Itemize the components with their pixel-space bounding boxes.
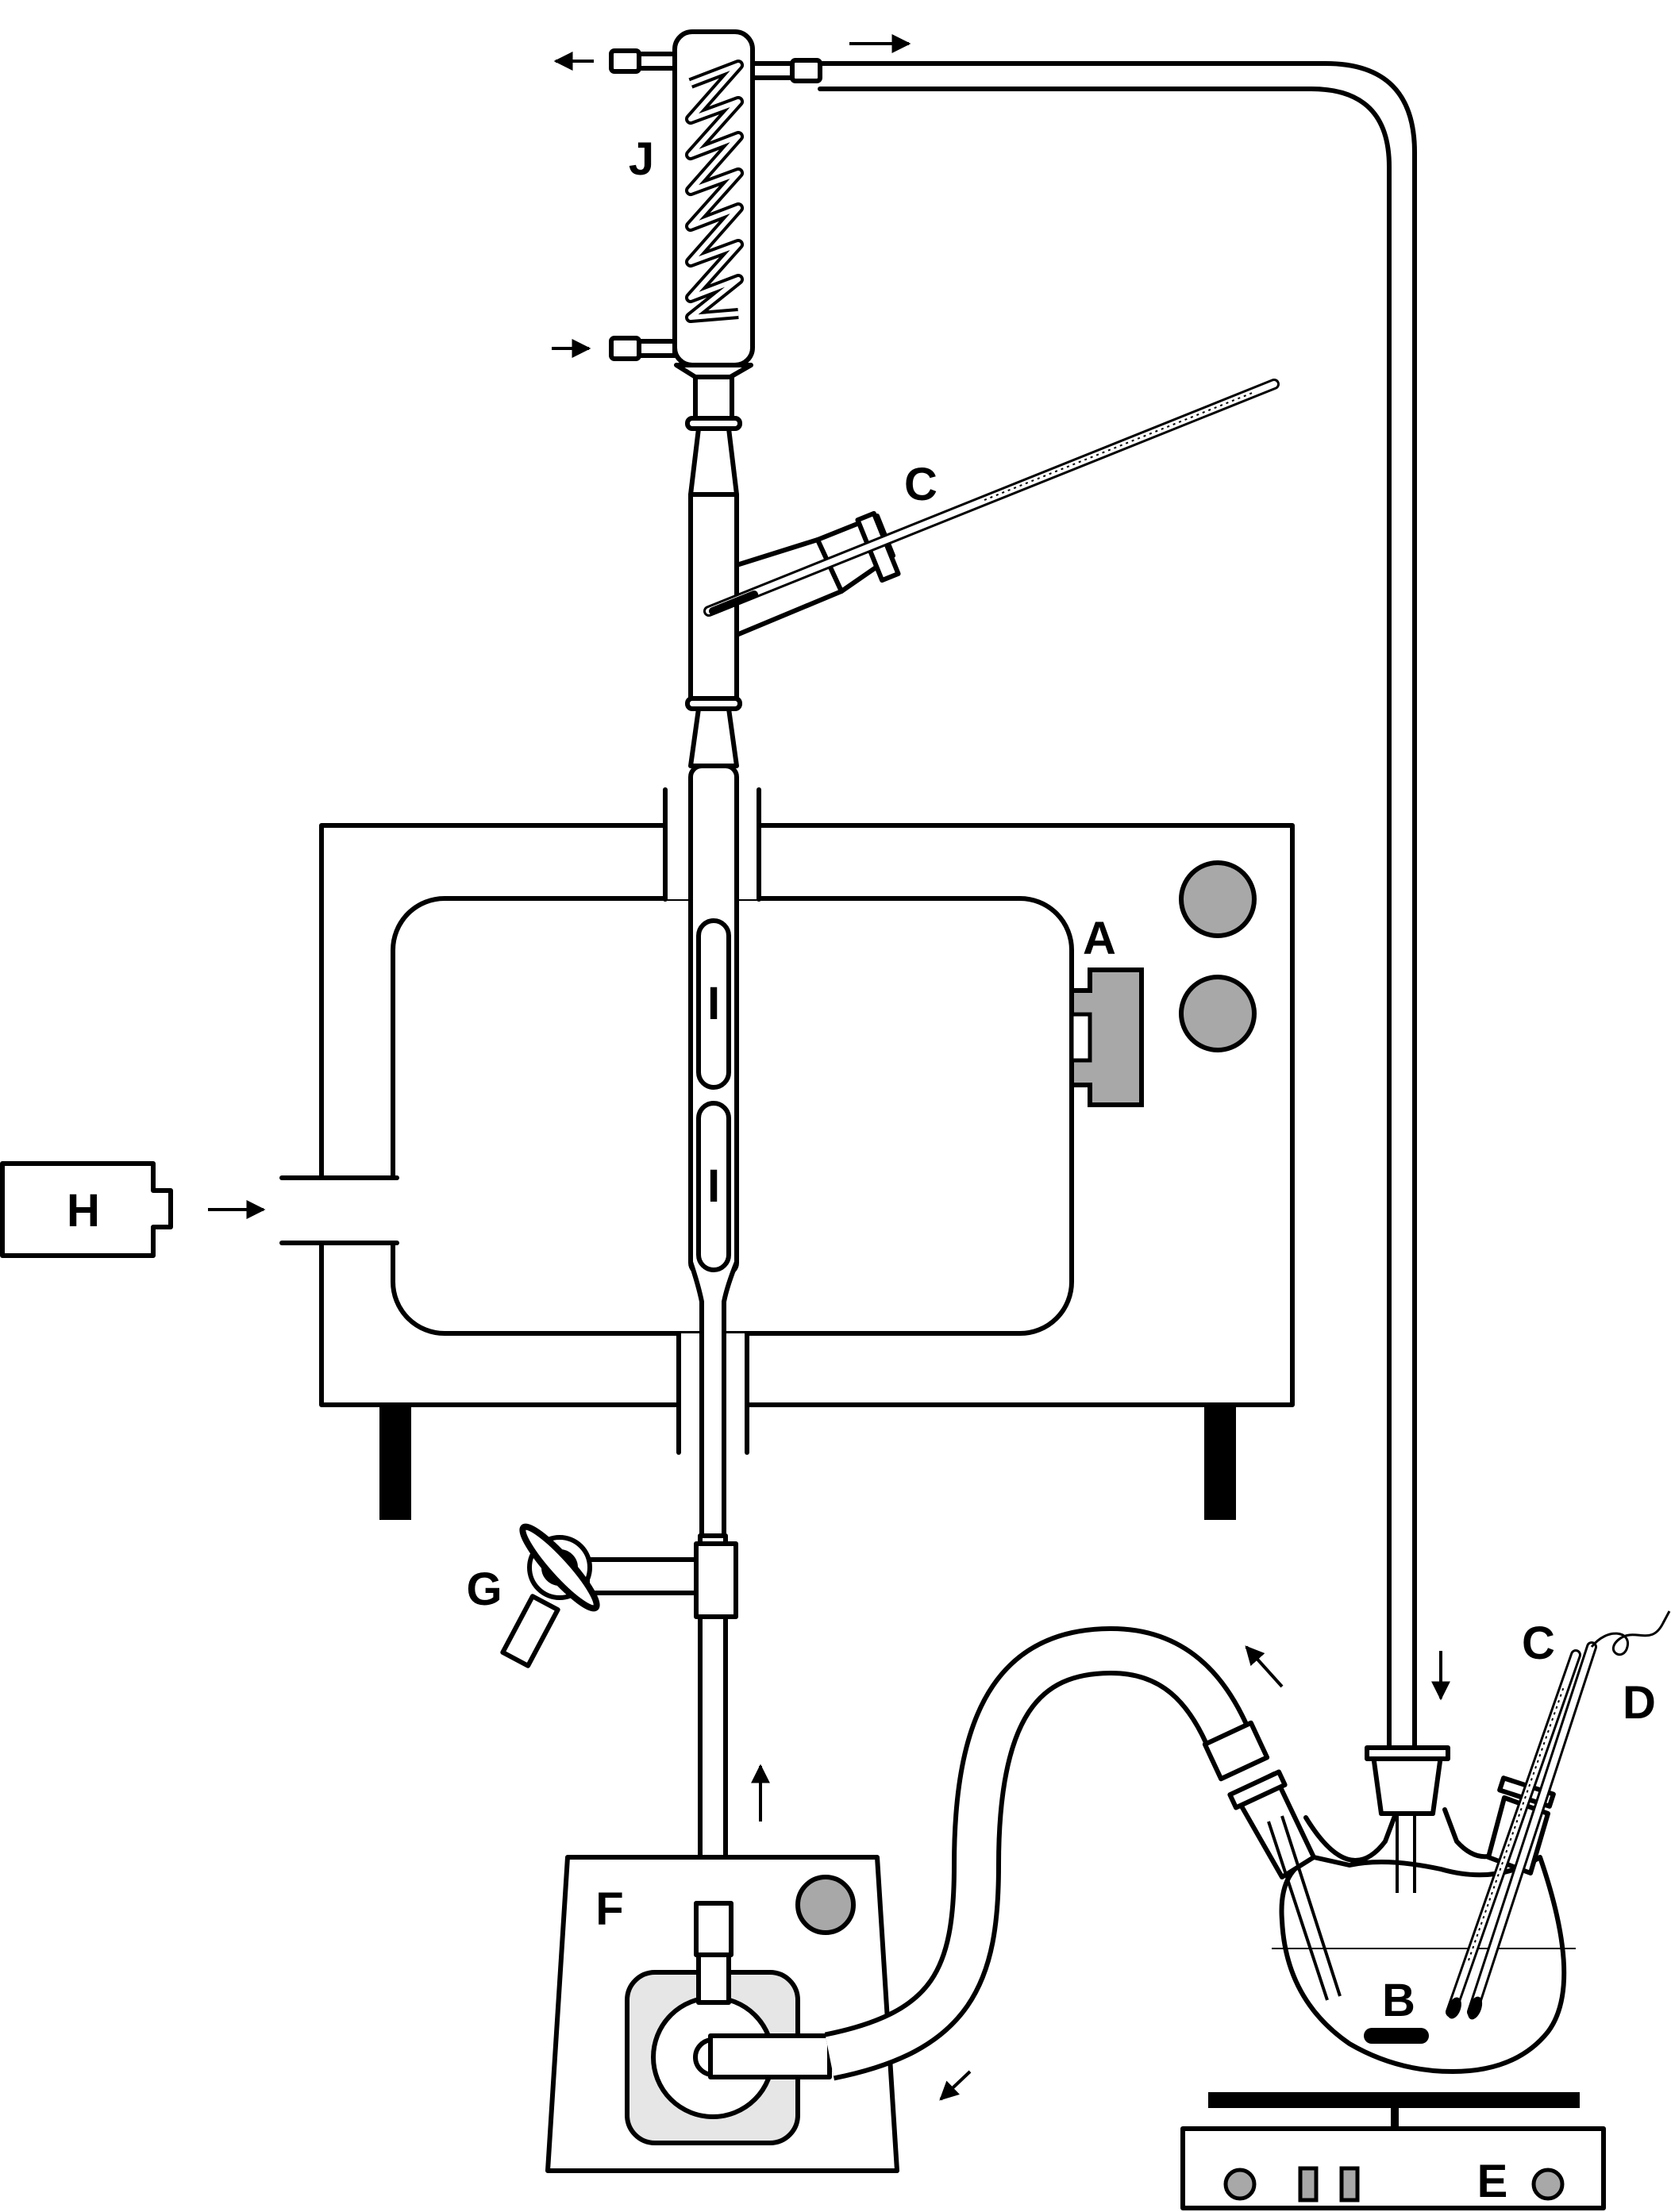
condenser-J [609, 29, 822, 421]
label-H: H [67, 1185, 100, 1237]
label-F: F [595, 1883, 623, 1935]
thermometer-adapter [685, 416, 901, 701]
gas-source-H [0, 1161, 173, 1258]
label-I-lower: I [707, 1160, 720, 1212]
return-tube [818, 61, 1417, 1760]
flow-arrow-hose-down [939, 2070, 972, 2101]
label-I-upper: I [707, 978, 720, 1029]
label-C-thermometer: C [904, 459, 938, 510]
label-G: G [466, 1564, 502, 1615]
pump-F [545, 1855, 899, 2173]
stir-bar-icon [1364, 2028, 1429, 2044]
oven-leg-right [1204, 1405, 1236, 1520]
oven-knob-top [1179, 860, 1257, 938]
label-C-probe: C [1522, 1618, 1555, 1669]
thermometer-C [703, 379, 1280, 617]
flexible-hose [824, 1625, 1249, 2081]
label-A: A [1083, 913, 1116, 964]
label-B: B [1382, 1975, 1415, 2026]
label-D: D [1623, 1677, 1656, 1729]
oven-knob-bottom [1179, 975, 1257, 1052]
oven [279, 787, 1295, 1520]
label-E: E [1477, 2156, 1508, 2207]
label-J: J [629, 133, 654, 185]
oven-leg-left [379, 1405, 411, 1520]
magnetron-A [1069, 968, 1144, 1107]
flow-arrow-hose-up [1245, 1645, 1284, 1688]
stopcock-icon [519, 1523, 600, 1612]
thermometer-probe-C [1446, 1649, 1581, 2019]
probe-wire-D [1467, 1610, 1671, 2020]
catalyst-bed-I-upper [696, 918, 731, 1090]
catalyst-bed-I-lower [696, 1101, 731, 1272]
stirrer-plate-E [1180, 2092, 1606, 2210]
